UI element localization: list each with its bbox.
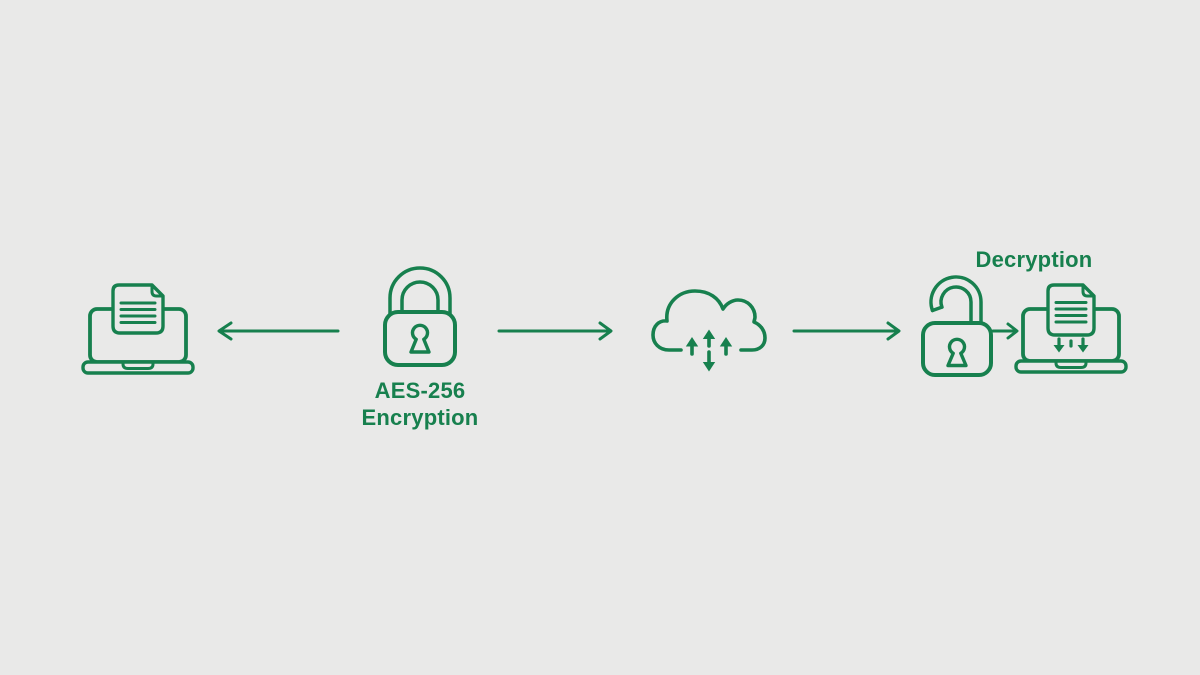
arrow-left-icon [217,321,340,341]
decryption-label: Decryption [975,247,1093,272]
upload-arrow-right [719,337,733,347]
connector-cloud-to-lock [792,319,902,343]
padlock-unlocked-icon [921,275,993,377]
encryption-label-line2: Encryption [361,405,479,430]
node-destination-laptop [1014,281,1128,377]
node-encryption-lock [382,265,458,369]
encryption-label-line1: AES-256 [374,378,466,403]
sync-up-arrow [702,329,716,339]
node-decryption-lock [912,264,994,378]
connector-lock-to-laptop [214,319,340,343]
arrow-right-icon [792,321,901,341]
encryption-label: AES-256 Encryption [310,377,530,431]
padlock-locked-icon [383,266,457,367]
sync-down-arrow [702,362,716,372]
download-arrow-right [1077,345,1089,353]
laptop-download-icon [1014,283,1128,374]
arrow-right-small-icon [991,322,1019,340]
connector-lock-to-laptop2 [991,320,1021,342]
download-arrow-left [1053,345,1065,353]
upload-arrow-left [685,337,699,347]
node-cloud-transfer [650,283,768,375]
connector-lock-to-cloud [497,319,615,343]
laptop-document-icon [81,283,195,375]
arrow-right-icon [497,321,613,341]
node-source-laptop [81,281,195,377]
cloud-sync-icon [651,289,767,372]
